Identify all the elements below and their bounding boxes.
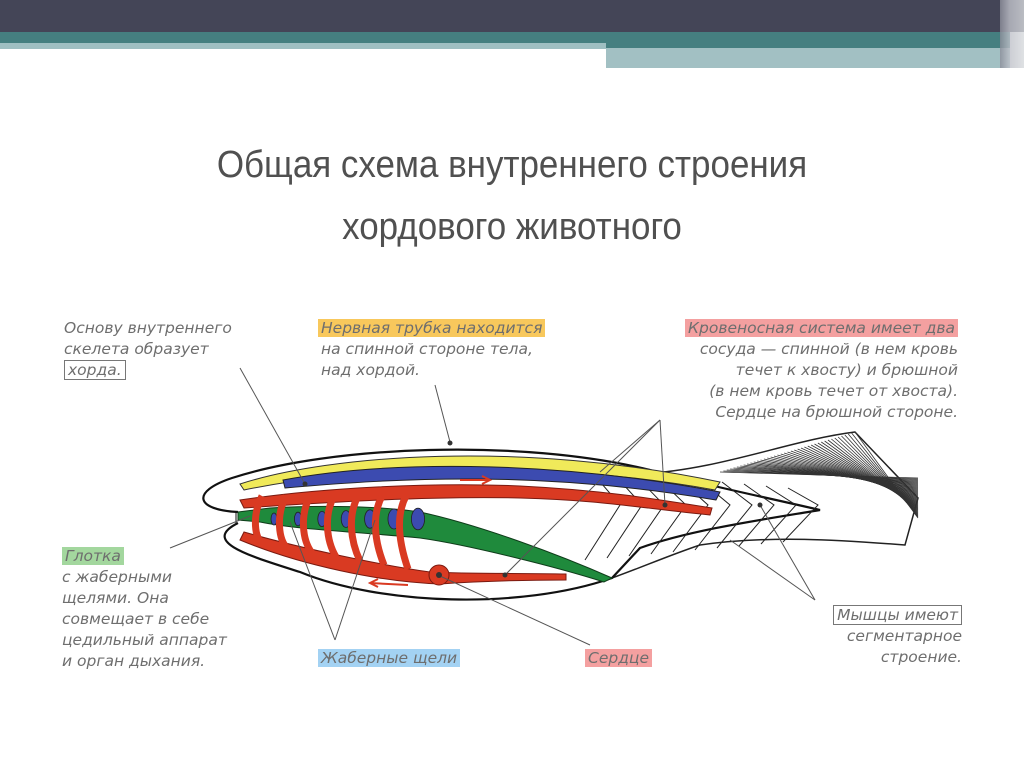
label-pharynx: Глотка с жаберными щелями. Она совмещает… bbox=[62, 546, 227, 672]
label-pharynx-line6: и орган дыхания. bbox=[62, 652, 206, 670]
slide-title: Общая схема внутреннего строения хордово… bbox=[41, 134, 983, 258]
gill-arch bbox=[300, 494, 315, 556]
title-line-1: Общая схема внутреннего строения bbox=[216, 144, 808, 186]
arrow-dorsal-flow bbox=[460, 475, 493, 485]
label-pharynx-highlight: Глотка bbox=[62, 547, 124, 565]
gill-arch bbox=[395, 494, 412, 571]
label-muscles-boxed: Мышцы имеют bbox=[833, 605, 962, 625]
header-bar-light bbox=[606, 43, 1010, 68]
label-circulatory: Кровеносная система имеет два сосуда — с… bbox=[685, 318, 958, 423]
arrow-ventral-flow bbox=[367, 578, 409, 588]
label-chord-boxed: хорда. bbox=[64, 360, 126, 380]
label-neural-tube: Нервная трубка находится на спинной стор… bbox=[318, 318, 546, 381]
label-chord-line2: скелета образует bbox=[64, 340, 209, 358]
label-circulatory-line5: Сердце на брюшной стороне. bbox=[715, 403, 958, 421]
ventral-vessel bbox=[239, 531, 567, 585]
pointer-lines bbox=[169, 367, 816, 646]
label-circulatory-line4: (в нем кровь течет от хвоста). bbox=[709, 382, 958, 400]
gill-arch bbox=[276, 494, 291, 552]
muscle-segment bbox=[716, 481, 753, 549]
label-chord: Основу внутреннего скелета образует хорд… bbox=[64, 318, 232, 381]
muscle-segment bbox=[782, 487, 819, 543]
label-muscles-line2: сегментарное bbox=[846, 627, 962, 645]
label-chord-line1: Основу внутреннего bbox=[64, 319, 232, 337]
tail-fin-ray bbox=[854, 431, 919, 519]
label-pharynx-line4: совмещает в себе bbox=[62, 610, 210, 628]
label-circulatory-line3: течет к хвосту) и брюшной bbox=[735, 361, 958, 379]
label-circulatory-line2: сосуда — спинной (в нем кровь bbox=[699, 340, 958, 358]
header-bar-teal-light bbox=[0, 43, 606, 49]
muscle-segment bbox=[738, 483, 775, 547]
header-bar-teal bbox=[0, 32, 1010, 43]
muscle-segment bbox=[760, 485, 797, 545]
gill-arch bbox=[371, 494, 388, 567]
chord bbox=[282, 465, 721, 501]
label-neural-tube-line3: над хордой. bbox=[321, 361, 420, 379]
label-neural-tube-highlight: Нервная трубка находится bbox=[318, 319, 546, 337]
pointer-dots bbox=[302, 440, 763, 578]
label-pharynx-line2: с жаберными bbox=[62, 568, 172, 586]
label-gill-slits-highlight: Жаберные щели bbox=[318, 649, 461, 667]
label-pharynx-line5: цедильный аппарат bbox=[62, 631, 227, 649]
gill-arch bbox=[323, 494, 340, 559]
gill-slit bbox=[410, 507, 425, 531]
label-gill-slits: Жаберные щели bbox=[318, 648, 461, 669]
label-muscles-line3: строение. bbox=[880, 648, 962, 666]
gill-arch bbox=[252, 494, 267, 549]
label-muscles: Мышцы имеют сегментарное строение. bbox=[833, 605, 962, 668]
gill-arch bbox=[347, 494, 364, 563]
title-line-2: хордового животного bbox=[342, 206, 682, 248]
header-edge-decoration bbox=[1000, 0, 1024, 68]
label-circulatory-highlight: Кровеносная система имеет два bbox=[685, 319, 958, 337]
label-pharynx-line3: щелями. Она bbox=[62, 589, 169, 607]
gill-arches bbox=[252, 494, 412, 571]
label-heart: Сердце bbox=[585, 648, 653, 669]
label-neural-tube-line2: на спинной стороне тела, bbox=[321, 340, 533, 358]
label-heart-highlight: Сердце bbox=[585, 649, 653, 667]
header-bar-dark bbox=[0, 0, 1024, 32]
